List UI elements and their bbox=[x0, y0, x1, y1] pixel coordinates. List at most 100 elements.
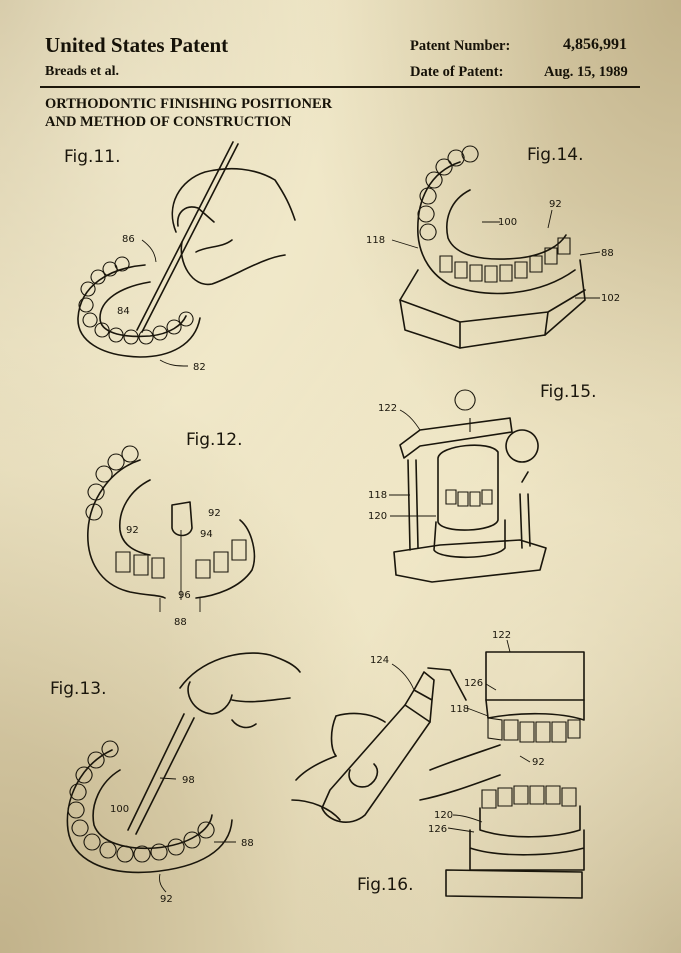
fig13-syringe bbox=[127, 713, 195, 835]
fig14-arch-outer bbox=[417, 161, 576, 295]
fig16-label: Fig.16. bbox=[357, 875, 414, 895]
fig12-removed-tooth bbox=[171, 501, 193, 537]
fig11-ref-84: 84 bbox=[117, 306, 130, 317]
fig13-thumb bbox=[187, 681, 233, 715]
fig15-base bbox=[393, 539, 547, 583]
fig14-ref-102: 102 bbox=[601, 293, 620, 304]
fig14-ref-100: 100 bbox=[498, 217, 517, 228]
fig16-ref-126-a: 126 bbox=[464, 678, 483, 689]
header-rule bbox=[40, 86, 640, 88]
fig16-thumb bbox=[348, 763, 379, 788]
fig11-drawing: Fig.11. 86 84 82 bbox=[64, 141, 296, 373]
fig12-ref-96: 96 bbox=[178, 590, 191, 601]
fig14-drawing: Fig.14. 100 92 118 88 102 bbox=[366, 145, 620, 349]
fig14-base-edges bbox=[399, 289, 586, 349]
fig14-base-outline bbox=[399, 259, 586, 349]
invention-title-line-1: ORTHODONTIC FINISHING POSITIONER bbox=[45, 96, 333, 112]
fig11-hand-thumb bbox=[176, 206, 215, 227]
fig12-teeth-back bbox=[85, 445, 139, 521]
fig13-hand-top bbox=[179, 652, 301, 689]
fig16-base-plate bbox=[445, 869, 583, 899]
fig12-label: Fig.12. bbox=[186, 430, 243, 450]
fig11-arch-outer bbox=[77, 264, 201, 358]
fig13-knuckle bbox=[231, 719, 257, 729]
fig11-hand-palm bbox=[180, 241, 286, 286]
fig15-ref-120: 120 bbox=[368, 511, 387, 522]
fig16-hand-upper bbox=[330, 712, 386, 757]
fig11-arch-inner bbox=[99, 281, 187, 338]
fig16-mount-base bbox=[469, 829, 585, 871]
fig16-hand-right bbox=[419, 744, 501, 801]
fig12-ref-92-b: 92 bbox=[126, 525, 139, 536]
fig15-cast-lower bbox=[433, 519, 506, 559]
fig16-bottle bbox=[321, 704, 431, 823]
fig16-mount-top bbox=[485, 651, 585, 701]
fig14-ref-88: 88 bbox=[601, 248, 614, 259]
fig11-instrument bbox=[136, 141, 239, 333]
fig15-gauge bbox=[505, 429, 539, 483]
fig16-ref-122: 122 bbox=[492, 630, 511, 641]
fig15-upper-arm bbox=[399, 417, 513, 459]
fig14-leaders bbox=[391, 209, 601, 299]
fig12-cut-lines bbox=[159, 530, 201, 612]
fig16-ref-120: 120 bbox=[434, 810, 453, 821]
fig15-post bbox=[407, 459, 419, 551]
fig14-ref-118: 118 bbox=[366, 235, 385, 246]
patent-number: 4,856,991 bbox=[563, 36, 627, 53]
fig13-drawing: Fig.13. 98 100 88 92 bbox=[50, 652, 301, 905]
invention-title-line-2: AND METHOD OF CONSTRUCTION bbox=[45, 114, 292, 130]
fig12-teeth-front bbox=[115, 539, 247, 579]
fig15-leaders bbox=[389, 409, 436, 517]
fig14-teeth-front bbox=[439, 237, 571, 283]
fig15-teeth bbox=[445, 489, 493, 507]
fig13-ref-92: 92 bbox=[160, 894, 173, 905]
fig15-cast-upper bbox=[437, 444, 499, 531]
fig12-drawing: Fig.12. 92 92 94 96 88 bbox=[85, 430, 256, 628]
date-of-patent-label: Date of Patent: bbox=[410, 64, 504, 80]
fig16-leaders bbox=[391, 639, 531, 833]
fig12-arch-inner-left bbox=[119, 479, 151, 556]
fig12-arch-outer-left bbox=[87, 459, 166, 599]
fig16-ref-126-b: 126 bbox=[428, 824, 447, 835]
fig15-gauge-post bbox=[519, 493, 531, 549]
fig11-ref-82: 82 bbox=[193, 362, 206, 373]
fig16-upper-teeth bbox=[487, 717, 581, 743]
fig11-label: Fig.11. bbox=[64, 147, 121, 167]
fig13-teeth bbox=[67, 740, 215, 863]
fig14-label: Fig.14. bbox=[527, 145, 584, 165]
date-of-patent: Aug. 15, 1989 bbox=[544, 64, 628, 80]
fig16-hand-left bbox=[291, 755, 341, 821]
fig15-knob bbox=[454, 389, 476, 432]
fig11-teeth bbox=[78, 256, 194, 345]
fig15-drawing: Fig.15. 122 118 120 bbox=[368, 382, 597, 583]
inventors: Breads et al. bbox=[45, 64, 120, 79]
patent-office-title: United States Patent bbox=[45, 33, 229, 57]
fig14-ref-92: 92 bbox=[549, 199, 562, 210]
fig16-ref-92: 92 bbox=[532, 757, 545, 768]
fig15-label: Fig.15. bbox=[540, 382, 597, 402]
fig16-lower-cast bbox=[479, 805, 581, 838]
fig14-arch-inner bbox=[446, 189, 567, 260]
fig11-leader-86 bbox=[141, 239, 157, 263]
fig11-hand-finger bbox=[195, 239, 233, 253]
fig15-ref-122: 122 bbox=[378, 403, 397, 414]
fig16-ref-124: 124 bbox=[370, 655, 389, 666]
fig16-ref-118: 118 bbox=[450, 704, 469, 715]
fig12-ref-92-a: 92 bbox=[208, 508, 221, 519]
fig11-ref-86: 86 bbox=[122, 234, 135, 245]
fig13-ref-100: 100 bbox=[110, 804, 129, 815]
fig11-leader-82 bbox=[159, 359, 189, 367]
fig13-label: Fig.13. bbox=[50, 679, 107, 699]
fig13-hand-lower bbox=[231, 697, 291, 703]
fig12-ref-94: 94 bbox=[200, 529, 213, 540]
fig16-lower-teeth bbox=[481, 785, 577, 809]
fig13-ref-88: 88 bbox=[241, 838, 254, 849]
fig12-arch-outer-right bbox=[195, 519, 256, 599]
fig13-leaders bbox=[159, 777, 236, 893]
fig13-ref-98: 98 bbox=[182, 775, 195, 786]
fig12-ref-88: 88 bbox=[174, 617, 187, 628]
patent-number-label: Patent Number: bbox=[410, 38, 511, 54]
fig13-arch-inner bbox=[92, 769, 213, 850]
fig15-ref-118: 118 bbox=[368, 490, 387, 501]
